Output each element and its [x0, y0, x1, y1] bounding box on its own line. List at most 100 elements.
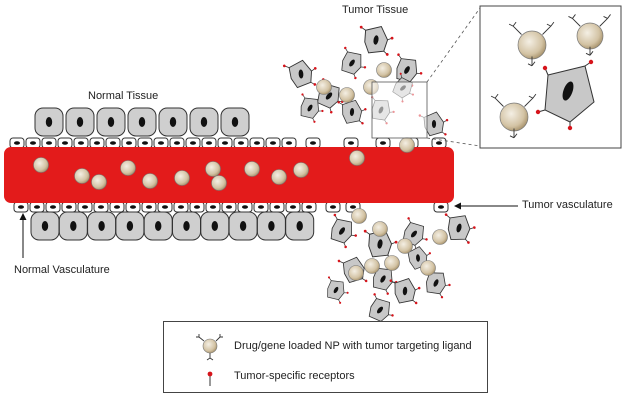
endothelial-cell: [141, 201, 157, 213]
nanoparticle: [364, 258, 380, 274]
cell-nucleus: [41, 221, 49, 231]
receptor-head: [339, 301, 342, 304]
receptor-head: [337, 259, 341, 263]
endothelial-nucleus: [114, 205, 120, 209]
endothelial-cell: [233, 137, 249, 149]
nanoparticle: [376, 62, 392, 78]
zoom-line-top: [426, 7, 481, 83]
tumor-cell-nucleus: [333, 286, 339, 294]
cell-nucleus: [70, 221, 77, 231]
endothelial-nucleus: [142, 141, 148, 145]
endothelial-cell: [301, 201, 317, 213]
nanoparticle: [351, 208, 367, 224]
endothelial-cell: [281, 137, 297, 149]
receptor-head: [301, 93, 304, 96]
nanoparticle: [120, 160, 136, 176]
receptor-head: [385, 52, 389, 56]
nanoparticle: [384, 255, 400, 271]
receptor-head: [282, 64, 286, 68]
endothelial-nucleus: [34, 205, 40, 209]
normal-cell: [285, 211, 315, 241]
tumor-cells-bottom: [327, 213, 476, 327]
zoom-line-bottom: [426, 137, 481, 147]
normal-cell: [158, 107, 188, 137]
receptor-head: [354, 76, 357, 80]
normal-cell: [96, 107, 126, 137]
cell-nucleus: [138, 117, 146, 127]
receptor-head: [373, 293, 376, 296]
tumor-cell-nucleus: [456, 223, 462, 233]
receptor-head: [359, 25, 363, 29]
nanoparticle: [348, 265, 364, 281]
legend-receptor-text: Tumor-specific receptors: [234, 370, 355, 382]
endothelial-cell: [13, 201, 29, 213]
tumor-cell-nucleus: [380, 275, 386, 283]
receptor-head: [327, 276, 331, 279]
normal-cell: [143, 211, 173, 241]
endothelial-nucleus: [436, 141, 442, 145]
nanoparticle: [142, 173, 158, 189]
nanoparticle: [33, 157, 49, 173]
endothelial-nucleus: [162, 205, 168, 209]
receptor-head: [321, 109, 324, 113]
endothelial-cell: [217, 137, 233, 149]
tumor-cell-nucleus: [325, 92, 333, 100]
inset-nanoparticle: [508, 21, 555, 67]
endothelial-nucleus: [290, 205, 296, 209]
endothelial-nucleus: [438, 205, 444, 209]
receptor-head: [399, 72, 402, 75]
normal-cell: [34, 107, 64, 137]
endothelial-cell: [45, 201, 61, 213]
receptor-head: [346, 291, 349, 294]
tumor-cell: [389, 278, 421, 305]
normal-cell: [87, 211, 117, 241]
endothelial-cell: [125, 201, 141, 213]
tumor-cell-nucleus: [377, 239, 383, 249]
endothelial-cell: [431, 137, 447, 149]
endothelial-nucleus: [98, 205, 104, 209]
normal-cell: [115, 211, 145, 241]
endothelial-nucleus: [110, 141, 116, 145]
tumor-cell-nucleus: [402, 286, 408, 296]
tumor-cell-nucleus: [376, 306, 384, 314]
receptor-head: [389, 279, 393, 282]
endothelial-nucleus: [210, 205, 216, 209]
inset-ligand: [527, 56, 536, 67]
endothelial-cell: [121, 137, 137, 149]
endothelial-cell: [89, 137, 105, 149]
receptor-head: [448, 283, 451, 287]
nanoparticle: [420, 260, 436, 276]
endothelial-cell: [137, 137, 153, 149]
tumor-cell: [341, 46, 367, 80]
inset-tumor-nucleus: [562, 81, 574, 101]
endothelial-nucleus: [14, 141, 20, 145]
tumor-cell-nucleus: [349, 59, 355, 67]
inset-ligand: [490, 93, 504, 107]
endothelial-nucleus: [222, 141, 228, 145]
endothelial-cell: [237, 201, 253, 213]
endothelial-nucleus: [158, 141, 164, 145]
receptor-head: [313, 120, 316, 123]
endothelial-cell: [201, 137, 217, 149]
nanoparticle: [174, 170, 190, 186]
receptor-head: [407, 217, 410, 220]
endothelial-cell: [325, 201, 341, 213]
endothelial-cell: [221, 201, 237, 213]
endothelial-cell: [253, 201, 269, 213]
cell-nucleus: [169, 117, 177, 127]
tumor-cell-nucleus: [298, 69, 304, 79]
endothelial-cell: [205, 201, 221, 213]
endothelial-nucleus: [194, 205, 200, 209]
normal-tissue-cells-bottom: [30, 211, 315, 241]
inset-ligand: [508, 21, 522, 35]
endothelial-nucleus: [348, 141, 354, 145]
tumor-cell: [373, 263, 398, 295]
normal-tissue-cells-top: [34, 107, 250, 137]
nanoparticle: [339, 87, 355, 103]
tumor-cell-nucleus: [416, 254, 420, 262]
legend-box: Drug/gene loaded NP with tumor targeting…: [163, 321, 488, 393]
receptor-head: [444, 213, 448, 217]
endothelial-nucleus: [242, 205, 248, 209]
endothelial-cell: [249, 137, 265, 149]
